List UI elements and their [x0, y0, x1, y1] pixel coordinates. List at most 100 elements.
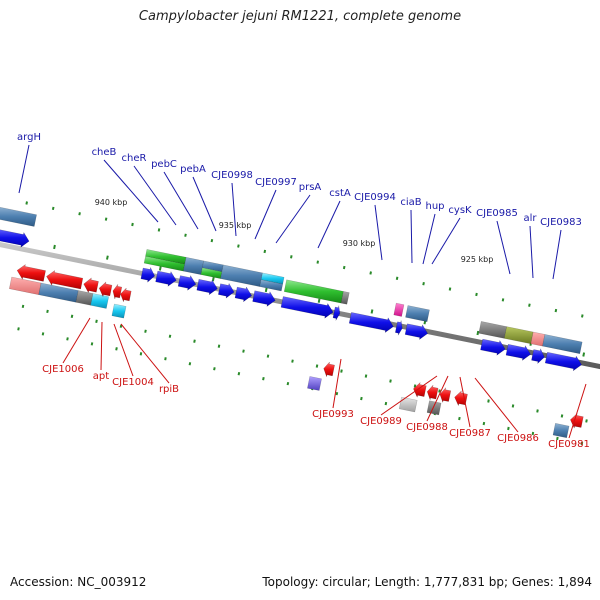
tick-inner-forward	[476, 330, 480, 336]
scale-label: 940 kbp	[95, 198, 128, 207]
feature-block	[220, 264, 263, 287]
forward-gene-arrow	[0, 229, 30, 248]
leader-line-csta	[317, 200, 341, 249]
tick-outer-forward	[210, 238, 214, 243]
gene-label-cje0994: CJE0994	[354, 192, 396, 203]
tick-outer-reverse	[413, 384, 417, 388]
tick-outer-forward	[528, 303, 531, 307]
leader-line-cje0993	[332, 358, 342, 409]
tick-outer-forward	[316, 260, 319, 264]
feature-block	[183, 257, 204, 275]
forward-gene-arrow	[252, 290, 276, 307]
tick-outer-reverse	[193, 339, 196, 343]
leader-line-hup	[422, 213, 436, 265]
genome-stats-text: Topology: circular; Length: 1,777,831 bp…	[262, 575, 592, 589]
tick-outer-forward	[369, 271, 372, 275]
genome-title: Campylobacter jejuni RM1221, complete ge…	[138, 9, 462, 24]
tick-outer-forward	[51, 206, 55, 211]
tick-outer-reverse	[536, 409, 539, 413]
forward-gene-arrow	[218, 282, 235, 299]
forward-gene-arrow	[505, 344, 531, 361]
tick-outer-forward	[131, 222, 134, 227]
reverse-gene-arrow	[112, 284, 123, 300]
tick-outer-reverse	[95, 319, 98, 323]
reverse-gene-arrow	[120, 287, 132, 303]
tick-outer-reverse	[119, 324, 123, 328]
tick-outer-forward	[237, 244, 240, 248]
gene-label-alr: alr	[523, 213, 537, 224]
tick-outer-reverse	[384, 401, 388, 406]
tick-outer-reverse	[340, 369, 343, 373]
scale-label: 930 kbp	[343, 239, 376, 248]
tick-outer-forward	[104, 217, 108, 221]
tick-outer-forward	[554, 308, 558, 313]
leader-line-cje0989	[380, 375, 438, 416]
feature-block	[393, 302, 405, 317]
feature-block	[542, 334, 583, 354]
feature-block	[259, 279, 283, 292]
tick-outer-forward	[395, 276, 399, 280]
tick-outer-forward	[475, 292, 478, 297]
leader-line-rpib	[120, 323, 170, 384]
tick-outer-reverse	[144, 329, 147, 333]
tick-outer-reverse	[315, 364, 319, 368]
reverse-gene-arrow	[16, 263, 46, 282]
feature-block	[398, 396, 418, 413]
tick-outer-forward	[448, 287, 452, 291]
tick-outer-reverse	[66, 337, 69, 341]
tick-outer-reverse	[41, 332, 45, 336]
tick-outer-forward	[290, 255, 293, 259]
leader-line-cje0986	[474, 377, 519, 433]
forward-gene-arrow	[234, 286, 253, 303]
tick-outer-forward	[78, 212, 81, 216]
forward-gene-arrow	[544, 351, 582, 372]
feature-block	[426, 400, 442, 416]
tick-outer-forward	[263, 249, 267, 254]
forward-gene-arrow	[155, 270, 177, 287]
gene-label-rpib: rpiB	[159, 384, 179, 395]
tick-outer-reverse	[70, 314, 74, 318]
forward-gene-arrow	[404, 323, 429, 341]
forward-gene-arrow	[332, 305, 341, 321]
tick-outer-reverse	[487, 399, 490, 403]
gene-label-cje0988: CJE0988	[406, 422, 448, 433]
tick-inner-forward	[582, 352, 586, 357]
gene-label-cje0989: CJE0989	[360, 416, 402, 427]
leader-line-alr	[529, 225, 534, 279]
tick-outer-forward	[25, 201, 28, 205]
tick-outer-reverse	[21, 304, 25, 309]
tick-outer-reverse	[237, 372, 241, 376]
scale-label: 935 kbp	[219, 221, 252, 230]
tick-outer-reverse	[458, 416, 461, 421]
tick-inner-forward	[158, 266, 162, 271]
leader-line-cje0981	[568, 383, 587, 439]
feature-block	[111, 303, 127, 319]
leader-line-cje1006	[62, 317, 91, 364]
leader-line-cheb	[103, 159, 159, 223]
tick-outer-reverse	[291, 359, 294, 363]
gene-label-ciab: ciaB	[400, 197, 421, 208]
gene-label-cher: cheR	[122, 153, 147, 164]
tick-outer-reverse	[266, 354, 270, 358]
reverse-gene-arrow	[83, 277, 99, 294]
forward-gene-arrow	[196, 279, 218, 296]
tick-outer-forward	[342, 265, 346, 270]
feature-block	[75, 290, 94, 306]
tick-outer-reverse	[213, 367, 216, 371]
feature-block	[478, 321, 507, 339]
tick-outer-reverse	[389, 379, 392, 383]
tick-inner-forward	[211, 277, 215, 282]
forward-gene-arrow	[395, 320, 403, 336]
tick-outer-reverse	[511, 404, 515, 408]
feature-block	[504, 326, 534, 345]
leader-line-cje1004	[113, 323, 134, 377]
leader-line-cje0994	[374, 204, 383, 261]
tick-outer-reverse	[556, 436, 559, 441]
leader-line-argh	[18, 144, 30, 194]
tick-outer-reverse	[188, 362, 192, 366]
tick-outer-reverse	[585, 419, 588, 423]
feature-block	[0, 206, 37, 227]
